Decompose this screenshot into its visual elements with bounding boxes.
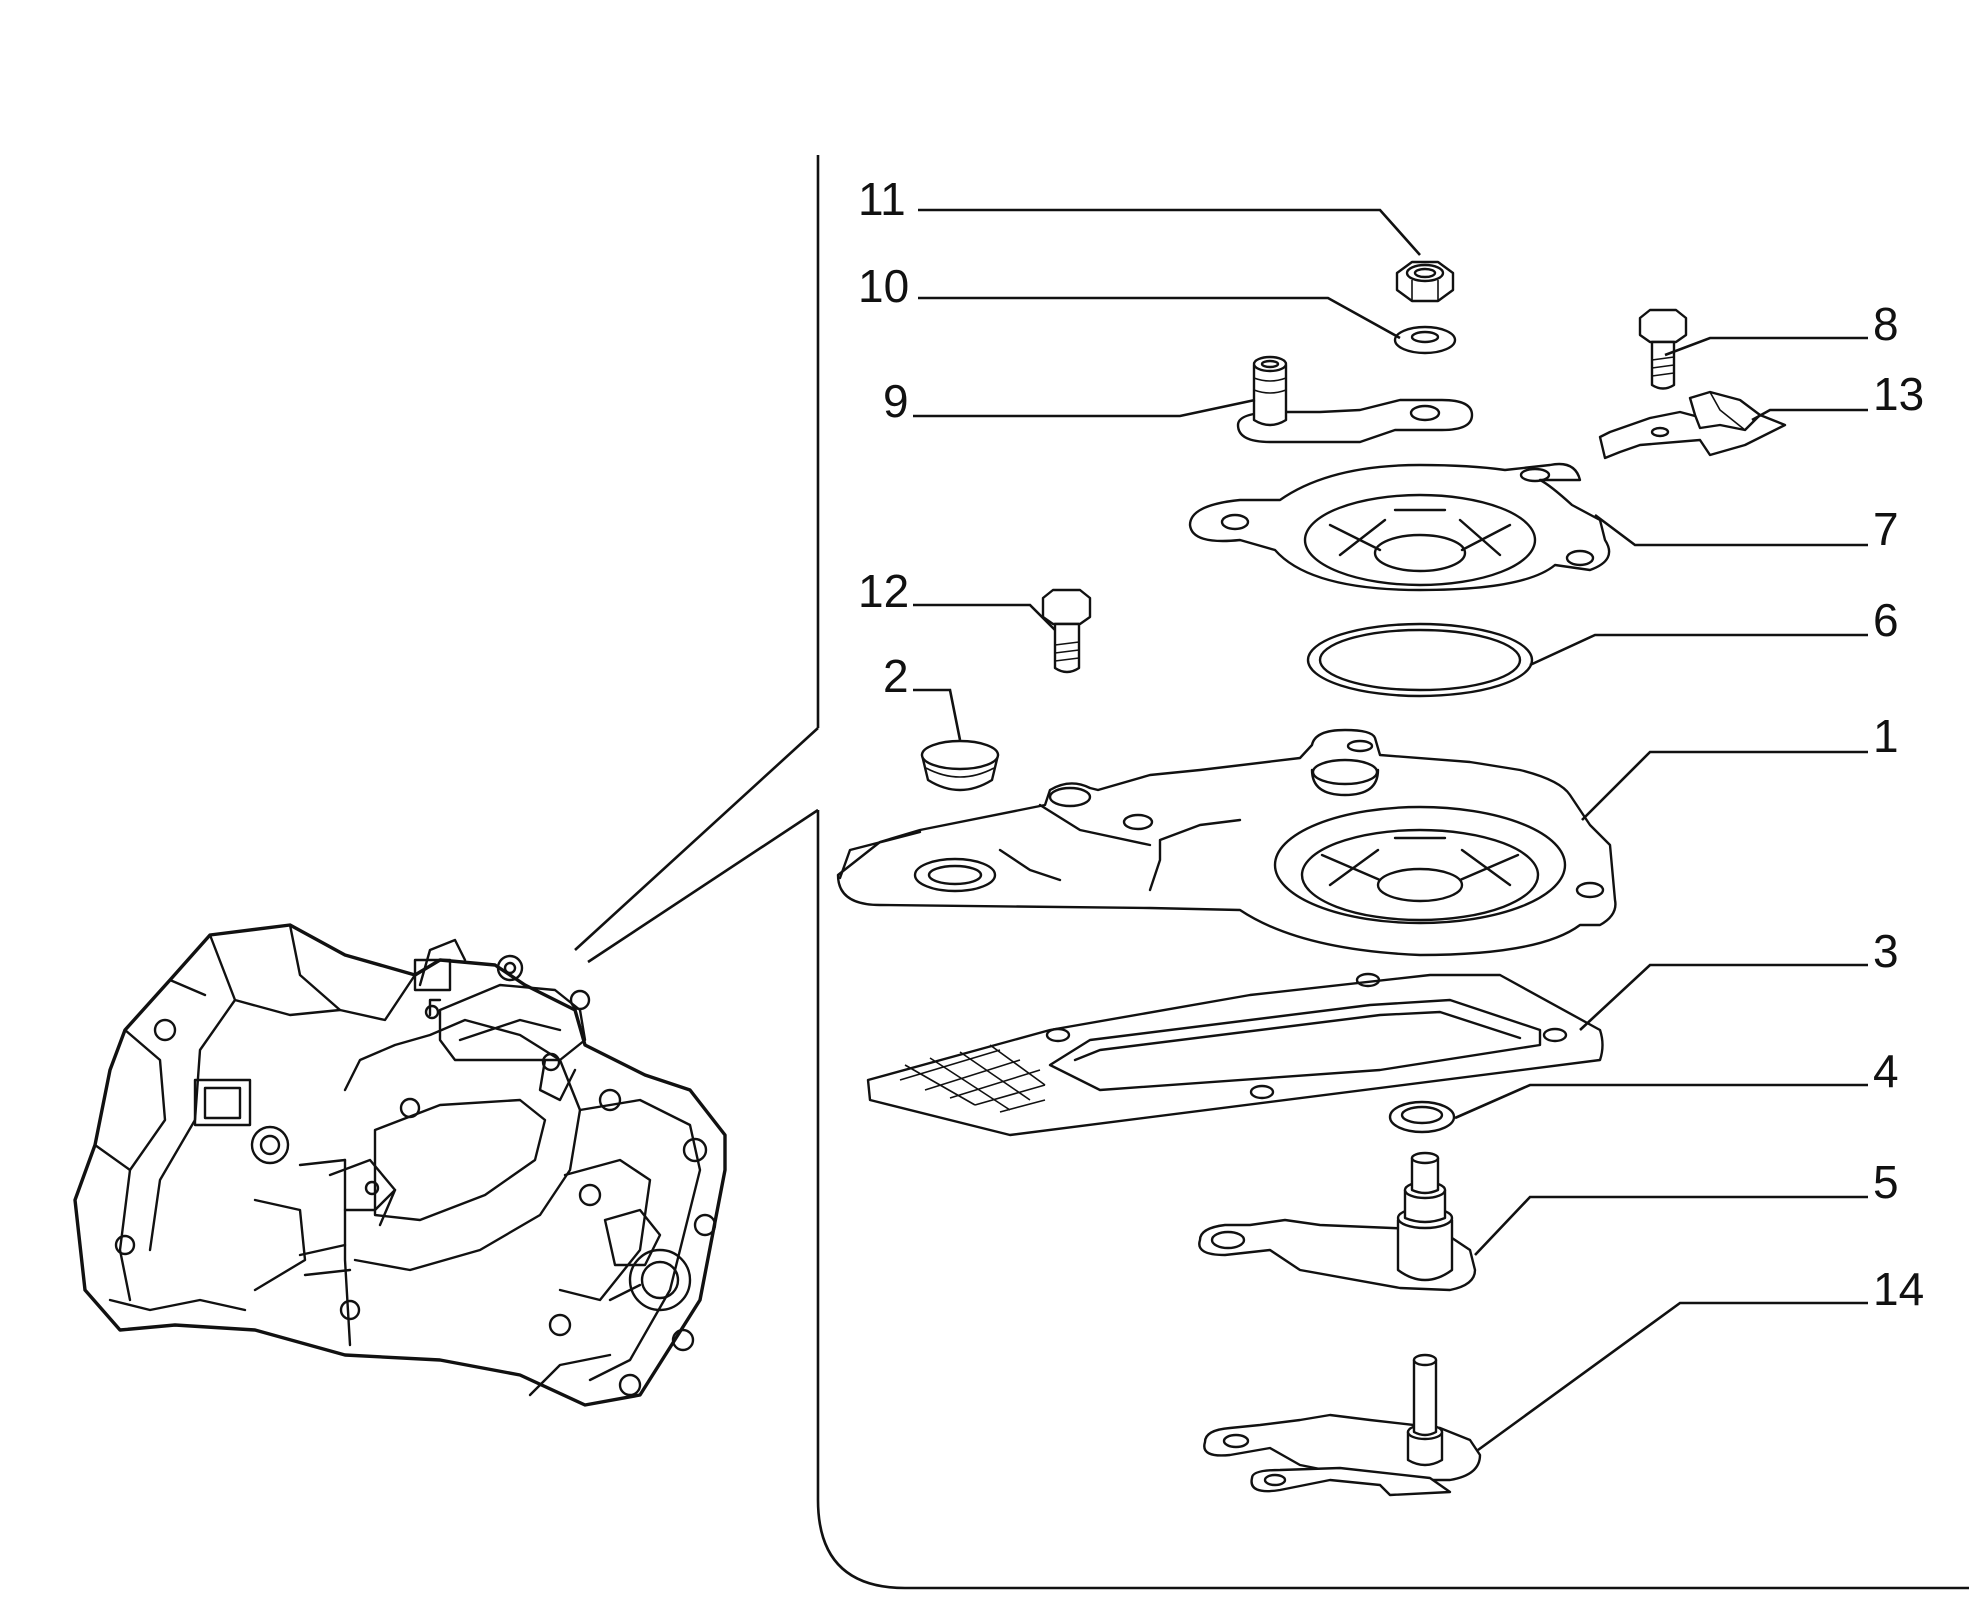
part-3-gasket (866, 972, 1604, 1137)
part-7-cover (1188, 462, 1611, 592)
part-1-housing (836, 728, 1617, 957)
callout-13: 13 (1873, 368, 1924, 420)
callout-7: 7 (1873, 503, 1899, 555)
callout-8: 8 (1873, 298, 1899, 350)
callout-4: 4 (1873, 1045, 1899, 1097)
part-14-selector-lever (1203, 1353, 1482, 1497)
part-13-clip (1598, 390, 1787, 460)
part-4-seal-ring (1388, 1100, 1456, 1134)
callout-10: 10 (858, 260, 909, 312)
callout-1: 1 (1873, 710, 1899, 762)
part-5-lever-with-shaft (1198, 1151, 1477, 1292)
part-9-lever-with-pin (1236, 355, 1474, 444)
callout-6: 6 (1873, 594, 1899, 646)
detail-frame (574, 155, 1969, 1590)
callout-11: 11 (858, 173, 906, 225)
callout-3: 3 (1873, 925, 1899, 977)
gearbox-assembly-illustration (73, 923, 727, 1407)
callout-2: 2 (883, 650, 909, 702)
part-6-o-ring (1306, 622, 1534, 698)
callout-labels: 11 10 9 8 13 7 12 6 2 1 3 4 5 14 (858, 173, 1924, 1315)
part-2-cap (920, 739, 1000, 792)
callout-9: 9 (883, 375, 909, 427)
part-11-nut (1395, 260, 1455, 303)
part-8-bolt (1638, 308, 1688, 390)
part-10-washer (1393, 325, 1457, 355)
leader-lines (913, 208, 1868, 1452)
callout-5: 5 (1873, 1156, 1899, 1208)
callout-14: 14 (1873, 1263, 1924, 1315)
part-12-bolt (1041, 588, 1092, 674)
callout-12: 12 (858, 565, 909, 617)
